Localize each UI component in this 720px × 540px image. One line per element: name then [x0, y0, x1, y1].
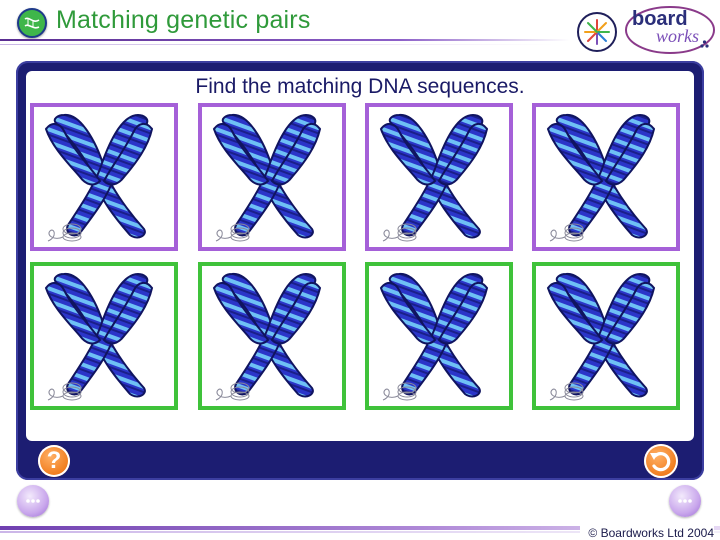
copyright-notice: © Boardworks Ltd 2004 — [580, 526, 714, 540]
chromosome-card-r2c3[interactable] — [365, 262, 513, 410]
activity-content: Find the matching DNA sequences. — [26, 71, 694, 441]
reset-button[interactable] — [644, 444, 678, 478]
title-divider — [0, 39, 570, 41]
chromosome-card-r2c1[interactable] — [30, 262, 178, 410]
previous-slide-button[interactable] — [17, 485, 49, 517]
title-divider-light — [0, 44, 555, 45]
logo-word-board: board — [632, 8, 688, 30]
chromosome-icon — [379, 113, 489, 242]
chromosome-icon — [44, 113, 154, 242]
chromosome-card-r1c3[interactable] — [365, 103, 513, 251]
undo-arrow-icon — [650, 452, 671, 472]
help-button[interactable]: ? — [38, 445, 70, 477]
chromosome-icon — [212, 113, 322, 242]
card-grid — [26, 71, 694, 441]
left-arrow-icon — [26, 499, 40, 503]
footer-divider — [0, 526, 720, 530]
chromosome-card-r1c2[interactable] — [198, 103, 346, 251]
boardworks-logo: board works — [624, 4, 716, 56]
activity-panel: Find the matching DNA sequences. — [16, 61, 704, 480]
chromosome-card-r1c1[interactable] — [30, 103, 178, 251]
star-logo-icon — [577, 12, 617, 52]
chromosome-card-r1c4[interactable] — [532, 103, 680, 251]
chromosome-icon — [379, 272, 489, 401]
right-arrow-icon — [678, 499, 692, 503]
chromosome-card-r2c2[interactable] — [198, 262, 346, 410]
chromosome-card-r2c4[interactable] — [532, 262, 680, 410]
chromosome-icon — [546, 113, 656, 242]
page-title: Matching genetic pairs — [56, 6, 311, 34]
next-slide-button[interactable] — [669, 485, 701, 517]
chromosome-icon — [212, 272, 322, 401]
chromosome-icon — [546, 272, 656, 401]
chromosome-icon — [44, 272, 154, 401]
logo-word-works: works — [656, 26, 700, 46]
footer-divider-light — [0, 531, 720, 533]
instruction-text: Find the matching DNA sequences. — [195, 75, 525, 98]
dna-topic-icon — [17, 8, 47, 38]
